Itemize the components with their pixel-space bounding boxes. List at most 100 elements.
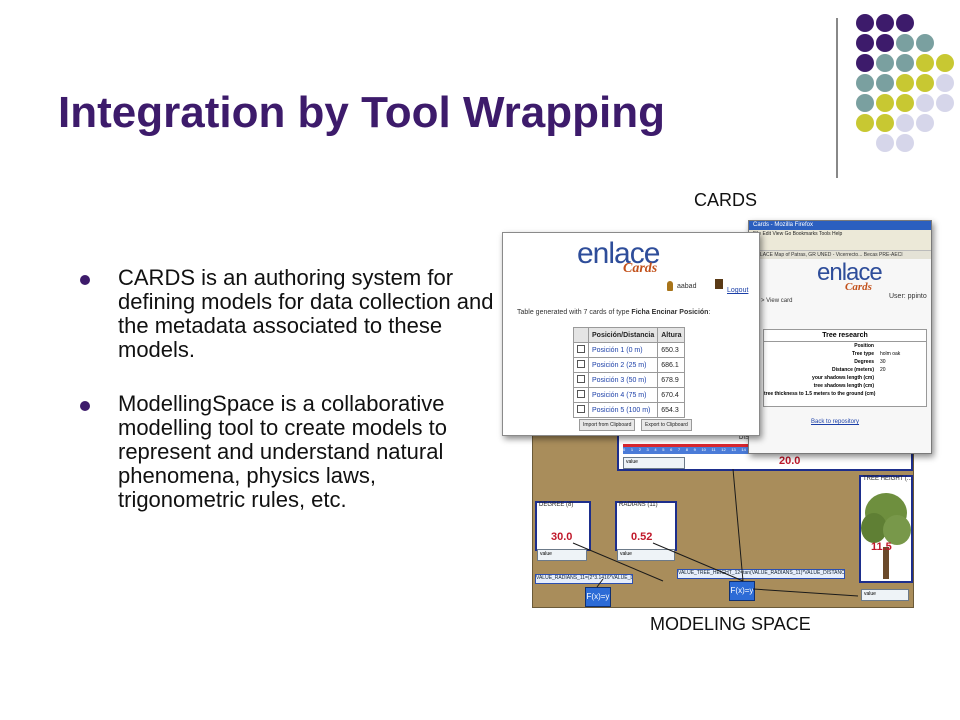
dot (876, 14, 894, 32)
ruler-tick: 6 (670, 447, 673, 452)
ruler-tick: 4 (654, 447, 657, 452)
card-field-value (880, 374, 926, 382)
ruler-tick: 11 (711, 447, 716, 452)
bullet-item: CARDS is an authoring system for definin… (80, 266, 500, 362)
logo-enlace: enlace (577, 237, 660, 270)
position-cell[interactable]: Posición 5 (100 m) (587, 402, 659, 418)
ruler-tick: 8 (685, 447, 688, 452)
cards-label: CARDS (694, 190, 758, 210)
position-cell[interactable]: Posición 3 (50 m) (587, 372, 659, 388)
caption-prefix: Table generated with 7 cards of type (517, 309, 630, 316)
card-field-row: Position (764, 342, 926, 350)
function-box[interactable]: F(x)=y (729, 581, 755, 601)
cards-logo: enlace Cards (577, 237, 660, 276)
modeling-space-screenshot: DISTANCE (9) 012345678910111213141516171… (532, 430, 914, 608)
dot (876, 34, 894, 52)
card-field-row: tree shadows length (cm) (764, 382, 926, 390)
bullet-text: CARDS is an authoring system for definin… (118, 265, 494, 362)
row-checkbox[interactable] (577, 375, 585, 383)
ruler-tick: 5 (662, 447, 665, 452)
degree-slider[interactable]: value (537, 549, 587, 561)
import-clipboard-button[interactable]: Import from Clipboard (579, 419, 636, 431)
dot (936, 74, 954, 92)
ruler-tick: 12 (721, 447, 726, 452)
vertical-divider (836, 18, 838, 178)
ruler-tick: 13 (731, 447, 736, 452)
table-header-row: Posición/Distancia Altura (573, 327, 686, 343)
bullet-icon (80, 401, 90, 411)
bullet-list: CARDS is an authoring system for definin… (80, 266, 500, 542)
dot (896, 54, 914, 72)
table-row: Posición 4 (75 m)670.4 (573, 387, 686, 403)
function-box[interactable]: F(x)=y (585, 587, 611, 607)
card-field-row: tree thickness to 1.5 meters to the grou… (764, 390, 926, 398)
checkbox-header (573, 327, 589, 343)
expression-tree-height: VALUE_TREE_HEIGHT_12=tan(VALUE_RADIANS_1… (677, 569, 845, 579)
dot (876, 54, 894, 72)
dot (936, 94, 954, 112)
window-title: Cards - Mozilla Firefox (749, 221, 931, 230)
ruler-tick: 1 (630, 447, 634, 452)
breadcrumb[interactable]: > View card (761, 298, 793, 304)
radians-label: RADIANS (11) (619, 502, 658, 508)
card-field-label: tree thickness to 1.5 meters to the grou… (764, 391, 876, 397)
position-cell[interactable]: Posición 1 (0 m) (587, 342, 659, 358)
radians-slider[interactable]: value (617, 549, 675, 561)
card-field-value: holm oak (880, 351, 901, 357)
export-clipboard-button[interactable]: Export to Clipboard (641, 419, 692, 431)
dot (856, 114, 874, 132)
user-name: aabad (677, 283, 697, 290)
row-checkbox[interactable] (577, 360, 585, 368)
dot (856, 34, 874, 52)
tree-height-slider[interactable]: value (861, 589, 909, 601)
degree-value: 30.0 (551, 531, 573, 543)
value-label: value (864, 591, 876, 597)
card-field-value (880, 382, 926, 390)
ruler-tick: 14 (741, 447, 746, 452)
dot (856, 14, 874, 32)
table-row: Posición 2 (25 m)686.1 (573, 357, 686, 373)
dot (876, 114, 894, 132)
dot (936, 54, 954, 72)
card-field-row: Distance (meters)20 (764, 366, 926, 374)
table-row: Posición 5 (100 m)654.3 (573, 402, 686, 418)
user-label: User: ppinto (889, 293, 927, 300)
position-cell[interactable]: Posición 4 (75 m) (587, 387, 659, 403)
expression-radians: VALUE_RADIANS_11=(2*3.1416*VALUE_DEGREE_… (535, 574, 633, 584)
dot (896, 94, 914, 112)
dot (876, 74, 894, 92)
cards-logo: enlace Cards (817, 259, 883, 293)
row-checkbox[interactable] (577, 345, 585, 353)
dot (916, 114, 934, 132)
cards-table: Posición/Distancia Altura Posición 1 (0 … (573, 327, 686, 418)
connector-lines (572, 468, 859, 597)
logo-cards: Cards (845, 281, 872, 293)
height-cell: 686.1 (657, 357, 686, 373)
position-cell[interactable]: Posición 2 (25 m) (587, 357, 659, 373)
back-to-repository-link[interactable]: Back to repository (811, 419, 860, 425)
ruler-tick: 10 (701, 447, 706, 452)
cards-table-window: enlace Cards aabad Logout Table generate… (502, 232, 760, 436)
column-header-position: Posición/Distancia (587, 327, 659, 343)
dot (896, 134, 914, 152)
distance-slider[interactable]: value (623, 457, 685, 469)
card-field-value (880, 342, 926, 350)
value-label: value (540, 551, 552, 557)
table-row: Posición 1 (0 m)650.3 (573, 342, 686, 358)
dot (896, 34, 914, 52)
card-field-label: Position (854, 343, 874, 349)
logout-icon[interactable] (715, 279, 723, 289)
value-label: value (626, 459, 638, 465)
slide-title: Integration by Tool Wrapping (58, 88, 665, 137)
table-row: Posición 3 (50 m)678.9 (573, 372, 686, 388)
modeling-space-label: MODELING SPACE (650, 614, 811, 634)
row-checkbox[interactable] (577, 405, 585, 413)
card-field-label: Tree type (852, 351, 874, 357)
row-checkbox[interactable] (577, 390, 585, 398)
browser-tabs[interactable]: ENLACE Map of Patras, GR UNED - Vicerrec… (749, 251, 931, 259)
dot (916, 54, 934, 72)
menu-bar[interactable]: File Edit View Go Bookmarks Tools Help (749, 230, 931, 238)
logout-link[interactable]: Logout (727, 287, 749, 294)
